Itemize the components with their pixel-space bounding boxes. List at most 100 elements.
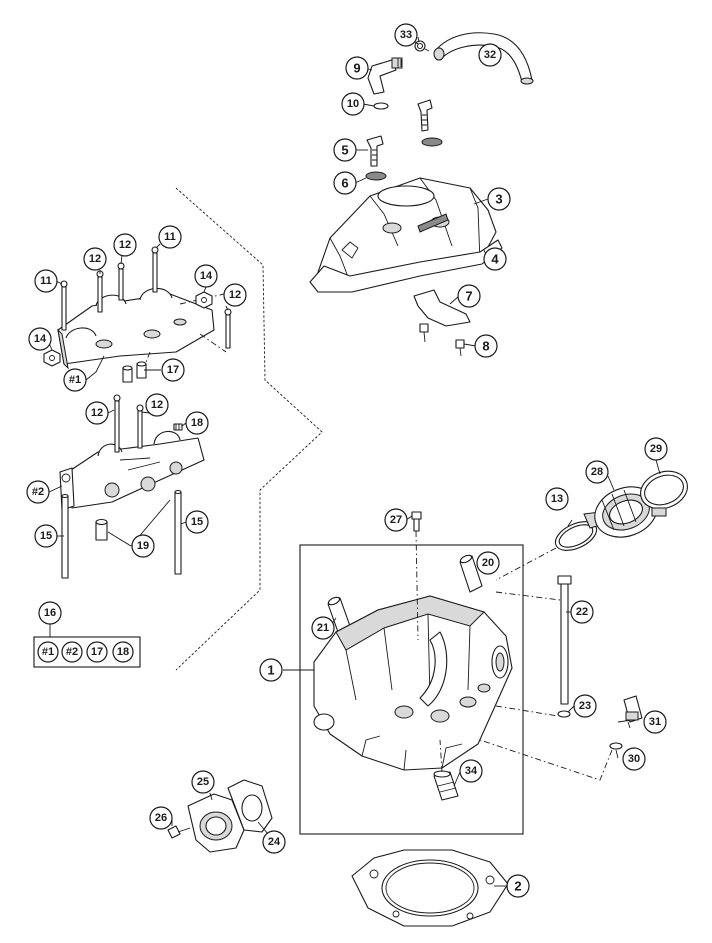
callout-27: 27 [384, 508, 408, 532]
callout-11-left: 11 [34, 269, 58, 293]
rocker-bolt-b [136, 404, 144, 449]
svg-text:17: 17 [167, 364, 179, 376]
kit-item-4: 18 [112, 641, 134, 663]
callout-34: 34 [459, 759, 483, 783]
svg-text:29: 29 [650, 443, 662, 455]
svg-text:18: 18 [117, 646, 129, 658]
kit-box [33, 636, 141, 668]
exhaust-flange [187, 793, 245, 853]
callout-24: 24 [262, 830, 286, 854]
stud-washer [557, 710, 571, 718]
callout-28: 28 [585, 460, 609, 484]
svg-text:4: 4 [491, 252, 499, 267]
bracket-screw-left [419, 323, 429, 343]
bridge-bolt-c [224, 308, 232, 349]
callout-16: 16 [38, 601, 62, 625]
kit-item-1: #1 [37, 641, 59, 663]
callout-31: 31 [643, 710, 667, 734]
svg-text:15: 15 [191, 516, 203, 528]
svg-text:21: 21 [317, 622, 329, 634]
svg-text:18: 18 [191, 417, 203, 429]
assembly-line-30 [479, 739, 613, 781]
svg-text:12: 12 [151, 399, 163, 411]
long-stud-left [61, 493, 69, 579]
callout-14-left: 14 [28, 327, 52, 351]
svg-text:13: 13 [551, 493, 563, 505]
svg-text:10: 10 [347, 98, 359, 110]
cylinder-head [313, 595, 513, 771]
callout-11-right: 11 [158, 225, 182, 249]
callout-29: 29 [644, 437, 668, 461]
rocker-bolt-a [113, 394, 121, 453]
svg-text:#2: #2 [66, 646, 78, 658]
bridge-nut-right [195, 291, 213, 309]
svg-text:25: 25 [197, 776, 209, 788]
svg-text:12: 12 [229, 289, 241, 301]
svg-text:27: 27 [390, 514, 402, 526]
valve-cover-gasket [309, 239, 503, 293]
callout-17: 17 [161, 358, 185, 382]
callout-hash-1: #1 [63, 368, 87, 392]
svg-text:30: 30 [628, 753, 640, 765]
long-stud-right [174, 489, 182, 575]
small-plug-screw [173, 423, 183, 431]
mounting-bracket [413, 289, 471, 327]
callout-10: 10 [341, 92, 365, 116]
valve-cover-bolt-left [366, 135, 384, 167]
svg-text:12: 12 [91, 407, 103, 419]
assembly-line-13 [495, 547, 557, 581]
cylinder-head-gasket [351, 849, 509, 927]
breather-hose [433, 32, 534, 85]
bridge-bolt-long-right [151, 246, 159, 293]
callout-32: 32 [478, 43, 502, 67]
svg-text:23: 23 [579, 700, 591, 712]
svg-text:32: 32 [484, 49, 496, 61]
callout-2: 2 [506, 874, 530, 898]
svg-text:11: 11 [164, 231, 176, 243]
callout-12-e: 12 [145, 393, 169, 417]
section-divider-line [175, 187, 323, 671]
svg-text:20: 20 [482, 557, 494, 569]
cover-seal-left [365, 171, 387, 181]
assembly-line-34 [439, 739, 443, 773]
breather-elbow-fitting [367, 57, 403, 95]
svg-text:28: 28 [591, 466, 603, 478]
svg-text:7: 7 [465, 289, 472, 304]
svg-text:22: 22 [576, 606, 588, 618]
callout-23: 23 [573, 694, 597, 718]
svg-text:24: 24 [268, 836, 281, 848]
svg-text:17: 17 [91, 646, 103, 658]
kit-item-3: 17 [86, 641, 108, 663]
bracket-screw-right [455, 339, 465, 357]
callout-9: 9 [345, 56, 369, 80]
screw-plug [433, 770, 459, 801]
callout-12-a: 12 [83, 247, 107, 271]
callout-18: 18 [185, 411, 209, 435]
svg-text:19: 19 [137, 540, 149, 552]
bridge-bolt-a [96, 270, 104, 313]
temperature-sensor [623, 695, 643, 729]
bridge-bolt-long-left [60, 280, 68, 331]
callout-13: 13 [545, 487, 569, 511]
dowel-sleeve-c [95, 518, 108, 541]
callout-14-right: 14 [194, 264, 218, 288]
callout-15-right: 15 [185, 510, 209, 534]
svg-text:6: 6 [341, 176, 348, 191]
callout-12-c: 12 [223, 283, 247, 307]
exhaust-gasket [227, 779, 273, 833]
bridge-bolt-b [117, 262, 125, 301]
valve-cover-bolt-right [417, 99, 433, 132]
intake-clamp-large [640, 470, 688, 517]
svg-text:3: 3 [495, 192, 502, 207]
svg-text:#1: #1 [69, 374, 81, 386]
svg-text:2: 2 [514, 879, 521, 894]
callout-4: 4 [483, 247, 507, 271]
assembly-line-22 [495, 591, 561, 717]
svg-text:34: 34 [465, 765, 478, 777]
svg-text:12: 12 [119, 239, 131, 251]
callout-20: 20 [476, 551, 500, 575]
callout-7: 7 [457, 284, 481, 308]
callout-12-b: 12 [113, 233, 137, 257]
svg-text:11: 11 [40, 275, 52, 287]
